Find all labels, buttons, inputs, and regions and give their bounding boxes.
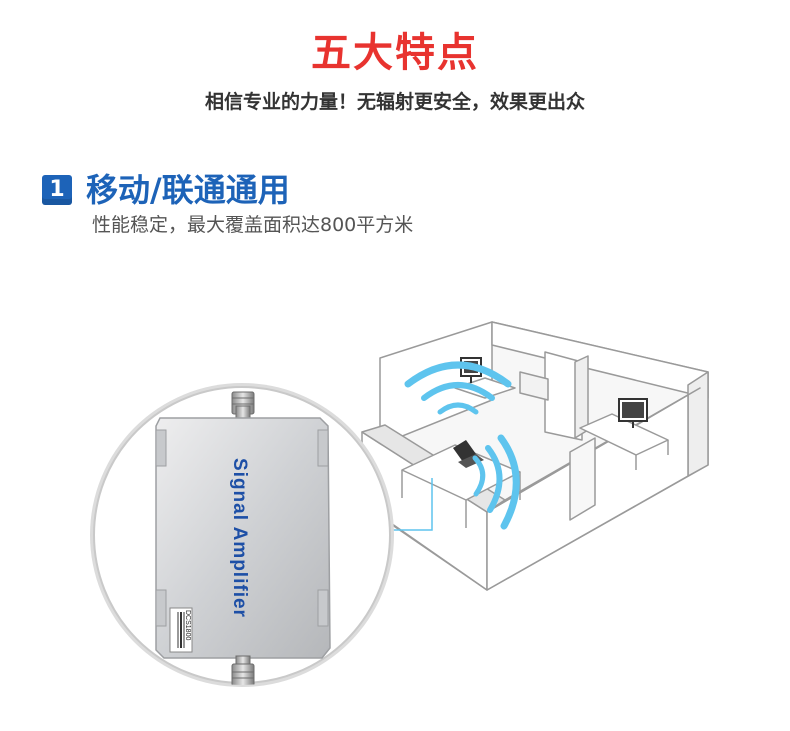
feature-description: 性能稳定，最大覆盖面积达800平方米 (92, 214, 414, 236)
section-subtitle: 相信专业的力量！无辐射更安全，效果更出众 (204, 91, 585, 113)
device-label: Signal Amplifier (229, 458, 250, 618)
feature-title: 移动/联通通用 (86, 171, 290, 209)
feature-number-badge: 1 (42, 175, 72, 205)
feature-heading: 1 移动/联通通用 (42, 170, 290, 210)
antenna-connector-icon (231, 391, 255, 419)
antenna-connector-icon (231, 655, 255, 685)
signal-wave-icon (404, 361, 520, 530)
house-drawing (361, 321, 709, 591)
signal-amplifier: Signal Amplifier DCS1800 (155, 391, 331, 685)
monitor-icon (618, 398, 648, 428)
barcode-sticker: DCS1800 (169, 607, 193, 653)
section-title: 五大特点 (311, 30, 479, 76)
product-illustration: Signal Amplifier DCS1800 (90, 321, 709, 687)
device-model-tag: DCS1800 (184, 610, 191, 640)
